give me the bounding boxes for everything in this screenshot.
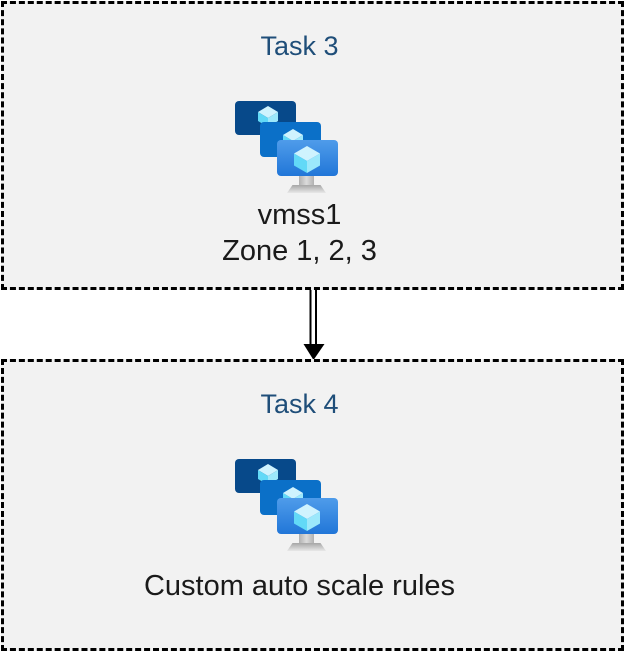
arrow-line-left <box>309 290 312 346</box>
vm-scale-sets-icon <box>235 101 338 193</box>
task3-box: Task 3 vmss1 Zone 1, 2, 3 <box>1 1 624 290</box>
vmss-name-label: vmss1 <box>257 199 342 231</box>
task3-to-task4-arrow <box>303 290 325 360</box>
vm-scale-sets-icon <box>235 459 338 551</box>
task4-labels: Custom auto scale rules <box>4 568 595 604</box>
task3-labels: vmss1 Zone 1, 2, 3 <box>4 197 595 269</box>
zones-label: Zone 1, 2, 3 <box>222 235 377 267</box>
autoscale-rules-label: Custom auto scale rules <box>143 570 456 602</box>
arrow-line-right <box>315 290 317 346</box>
task3-title: Task 3 <box>260 31 339 61</box>
task4-title: Task 4 <box>260 389 339 419</box>
task4-box: Task 4 Custom auto scale rules <box>1 359 624 651</box>
arrowhead-down-icon <box>303 344 325 360</box>
